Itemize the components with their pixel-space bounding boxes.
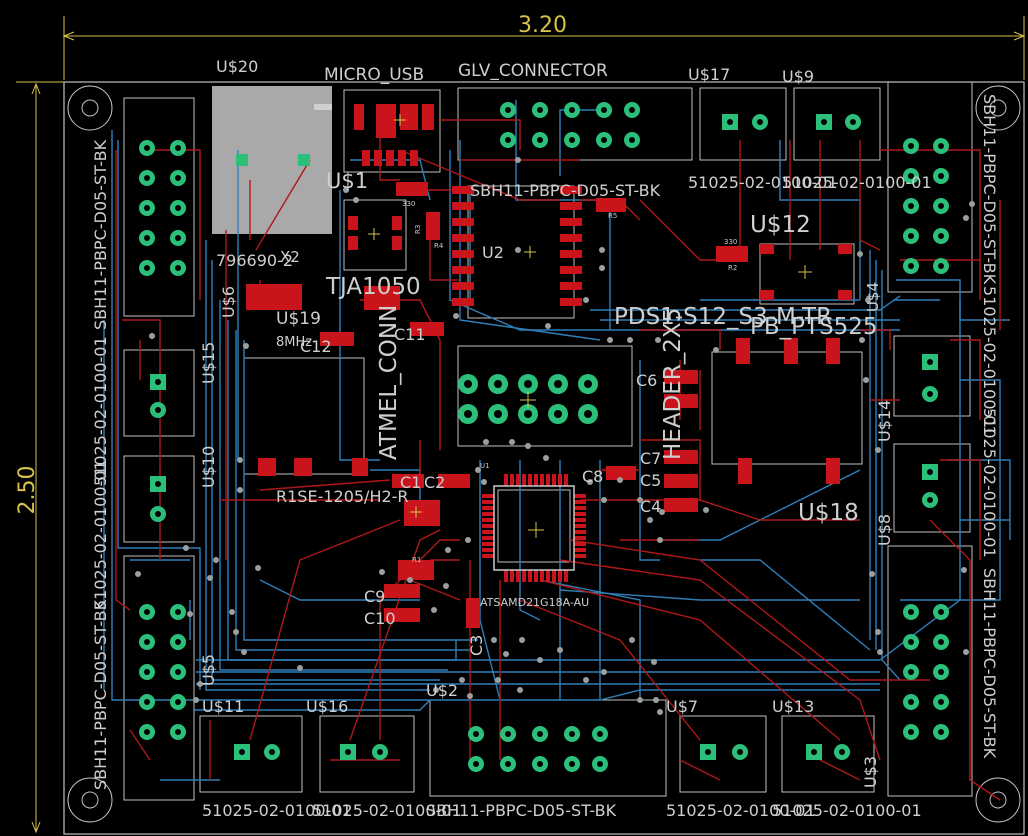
label-sbh-left-bot: SBH11-PBPC-D05-ST-BK bbox=[91, 599, 110, 790]
label-c10: C10 bbox=[364, 609, 396, 628]
dimension-lines bbox=[16, 16, 1026, 834]
label-pds: PDS1-S12_S3-M-TR bbox=[614, 304, 832, 330]
label-u1: U$1 bbox=[326, 169, 368, 193]
label-bot-51025-a: 51025-02-0100-01 bbox=[202, 801, 352, 820]
label-u16: U$16 bbox=[306, 697, 348, 716]
label-atsamd: ATSAMD21G18A-AU bbox=[480, 596, 589, 609]
label-left-51025-b: 51025-02-0100-01 bbox=[91, 460, 110, 610]
label-c3: C3 bbox=[467, 635, 486, 656]
label-u7: U$7 bbox=[666, 697, 698, 716]
smd-pads bbox=[246, 104, 852, 628]
label-c1: C1 bbox=[400, 473, 421, 492]
mark-r2: R2 bbox=[728, 264, 737, 272]
label-u13: U$13 bbox=[772, 697, 814, 716]
label-u5: U$5 bbox=[199, 654, 218, 686]
label-u2: U2 bbox=[482, 243, 504, 262]
label-atmel-conn: ATMEL_CONN bbox=[376, 305, 402, 460]
component-labels: U$20 MICRO_USB GLV_CONNECTOR U$17 U$9 U$… bbox=[91, 57, 999, 820]
label-c4: C4 bbox=[640, 497, 661, 516]
label-c6: C6 bbox=[636, 371, 657, 390]
label-51025-a: 51025-02-0100-01 bbox=[688, 173, 838, 192]
label-8mhz: 8MHz bbox=[276, 335, 312, 350]
label-u2b: U$2 bbox=[426, 681, 458, 700]
board-outline bbox=[63, 81, 1025, 835]
label-header: HEADER_2X5 bbox=[660, 308, 686, 460]
label-left-51025-a: 51025-02-0100-01 bbox=[91, 336, 110, 486]
mark-r3: R3 bbox=[414, 225, 422, 234]
mark-r4: R4 bbox=[434, 242, 444, 250]
label-c8: C8 bbox=[582, 467, 603, 486]
small-marks: R1 R2 330 R3 R4 R5 U1 330 bbox=[402, 200, 737, 564]
label-right-51025-b: 51025-02-0100-01 bbox=[980, 408, 999, 558]
usb-tab bbox=[314, 104, 332, 110]
label-tja1050: TJA1050 bbox=[325, 274, 421, 300]
label-x2: X2 bbox=[280, 248, 300, 266]
label-bot-51025-d: 51025-02-0100-01 bbox=[772, 801, 922, 820]
usb-footprint bbox=[212, 86, 332, 234]
through-hole-pads bbox=[139, 102, 949, 772]
dimension-width: 3.20 bbox=[518, 13, 567, 38]
label-c9: C9 bbox=[364, 587, 385, 606]
label-u9: U$9 bbox=[782, 67, 814, 86]
mark-r5: R5 bbox=[608, 212, 617, 220]
label-u4: U$4 bbox=[864, 282, 882, 312]
mounting-holes bbox=[67, 85, 1021, 823]
mark-r1: R1 bbox=[412, 556, 421, 564]
label-sbh-left-top: SBH11-PBPC-D05-ST-BK bbox=[91, 139, 110, 330]
vias bbox=[135, 157, 975, 715]
mcu-body bbox=[493, 485, 575, 571]
label-u8: U$8 bbox=[875, 514, 894, 546]
label-sbh-right-bot: SBH11-PBPC-D05-ST-BK bbox=[980, 568, 999, 759]
label-right-51025-a: 51025-02-0100-01 bbox=[980, 286, 999, 436]
top-traces bbox=[115, 119, 1001, 801]
label-u17: U$17 bbox=[688, 65, 730, 84]
label-c5: C5 bbox=[640, 471, 661, 490]
label-bot-51025-c: 51025-02-0100-01 bbox=[666, 801, 816, 820]
label-51025-b: 51025-02-0100-01 bbox=[782, 173, 932, 192]
mark-r1-value: 330 bbox=[402, 200, 415, 208]
label-c2: C2 bbox=[424, 473, 445, 492]
label-sbh-top: SBH11-PBPC-D05-ST-BK bbox=[470, 181, 661, 200]
label-796690: 796690-2 bbox=[216, 251, 293, 270]
label-glv-connector: GLV_CONNECTOR bbox=[458, 61, 608, 81]
label-u3: U$3 bbox=[861, 756, 880, 788]
origin-marks bbox=[368, 114, 812, 538]
label-c12: C12 bbox=[300, 337, 332, 356]
label-c11: C11 bbox=[394, 325, 426, 344]
label-u20: U$20 bbox=[216, 57, 258, 76]
dimension-height: 2.50 bbox=[15, 466, 40, 515]
label-r1se: R1SE-1205/H2-R bbox=[276, 487, 409, 506]
label-bot-sbh: SBH11-PBPC-D05-ST-BK bbox=[426, 801, 617, 820]
label-u6: U$6 bbox=[219, 286, 238, 318]
label-micro-usb: MICRO_USB bbox=[324, 65, 424, 85]
label-c7: C7 bbox=[640, 449, 661, 468]
label-u12: U$12 bbox=[750, 212, 811, 238]
label-pb: PB_PTS525 bbox=[750, 314, 878, 340]
label-sbh-right-top: SBH11-PBPC-D05-ST-BK bbox=[980, 94, 999, 285]
label-u11: U$11 bbox=[202, 697, 244, 716]
label-u10: U$10 bbox=[199, 446, 218, 488]
label-u14: U$14 bbox=[875, 400, 894, 442]
mark-u1: U1 bbox=[480, 462, 490, 470]
label-u18: U$18 bbox=[798, 500, 859, 526]
label-bot-51025-b: 51025-02-0100-01 bbox=[312, 801, 462, 820]
label-u19: U$19 bbox=[276, 309, 321, 329]
mark-r2-value: 330 bbox=[724, 238, 737, 246]
label-u15: U$15 bbox=[199, 342, 218, 384]
